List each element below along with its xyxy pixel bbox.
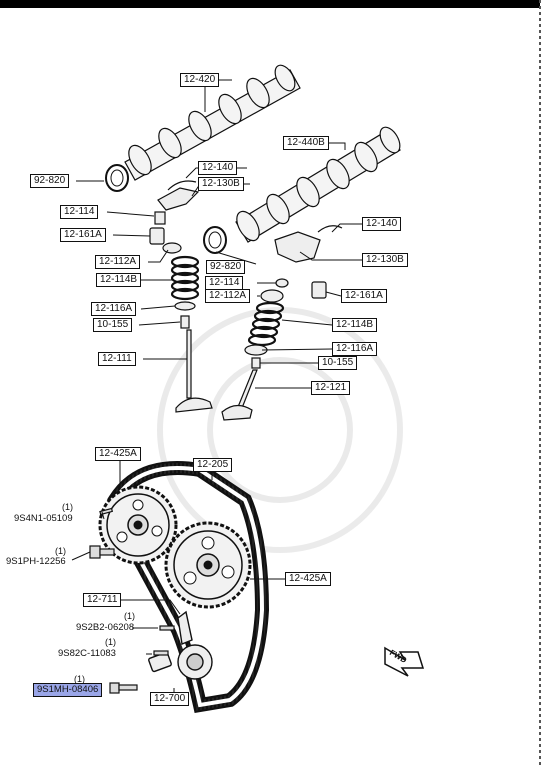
header-bar [0,0,540,8]
part-bolt1: 9S1PH-12256 [6,556,66,567]
label-intake-valve: 12-111 [98,352,136,366]
left-rocker-drawing [149,180,200,254]
right-valve-spring-drawing [247,301,285,347]
label-tensioner: 12-700 [150,692,190,706]
label-exhaust-valve: 12-121 [311,381,351,395]
left-valve-spring-drawing [170,255,200,301]
part-bolt4-highlighted[interactable]: 9S1MH-08406 [33,683,103,697]
exhaust-camshaft-drawing [235,126,401,243]
label-timing-belt: 12-205 [193,458,233,472]
exhaust-valve-drawing [221,369,258,421]
label-exhaust-camshaft: 12-440B [283,136,329,150]
qty-bolt3: (1) [105,637,116,647]
qty-bolt4: (1) [74,674,85,684]
qty-bolt2: (1) [124,611,135,621]
qty-bolt1: (1) [55,546,66,556]
part-bolt2: 9S2B2-06208 [76,622,135,633]
tensioner-drawing [148,610,213,680]
oil-seal-drawings [105,164,227,254]
label-adjuster-right: 12-114 [205,276,244,290]
label-cam-pulley-right: 12-425A [285,572,331,586]
label-lash-adjuster-right: 12-161A [341,289,387,303]
left-cam-pulley-drawing [98,485,178,565]
label-valve-spring-right: 12-114B [332,318,378,332]
label-rocker-left-2: 12-130B [198,177,244,191]
label-spring-seat-left: 12-112A [95,255,141,269]
label-adjuster-left: 12-114 [60,205,99,219]
fwd-arrow [384,646,425,677]
label-idler-bracket: 12-711 [83,593,122,607]
intake-valve-drawing [175,329,213,413]
label-valve-guide-left: 10-155 [93,318,133,332]
part-pin: 9S4N1-05109 [14,513,73,524]
label-lash-adjuster-left: 12-161A [60,228,106,242]
right-rocker-drawing [260,225,343,303]
label-rocker-right-2: 12-130B [362,253,408,267]
scan-edge [539,0,541,768]
label-retainer-left: 12-116A [91,302,137,316]
label-valve-guide-right: 10-155 [318,356,358,370]
label-retainer-right: 12-116A [332,342,378,356]
label-rocker-right-1: 12-140 [362,217,402,231]
label-cam-pulley-left: 12-425A [95,447,141,461]
label-intake-camshaft: 12-420 [180,73,220,87]
part-bolt3: 9S82C-11083 [58,648,116,659]
label-spring-seat-right: 12-112A [205,289,251,303]
bolt-drawings [89,507,175,694]
label-oil-seal-right: 92-820 [206,260,246,274]
intake-camshaft-drawing [124,64,301,181]
right-cam-pulley-drawing [164,521,252,609]
label-rocker-left-1: 12-140 [198,161,238,175]
label-valve-spring-left: 12-114B [96,273,142,287]
qty-pin: (1) [62,502,73,512]
label-oil-seal-left: 92-820 [30,174,70,188]
